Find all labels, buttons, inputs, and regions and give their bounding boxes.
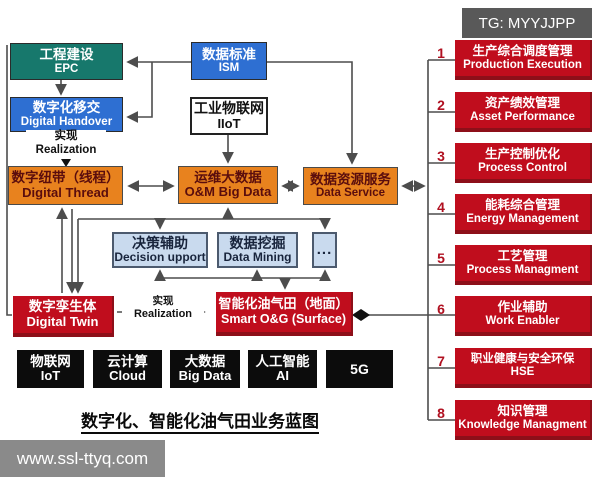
tech-ai-zh: 人工智能: [255, 353, 310, 369]
site-watermark: www.ssl-ttyq.com: [0, 440, 165, 477]
node-smart-og-label-zh: 智能化油气田（地面）: [218, 296, 349, 312]
right-item-2-zh: 资产绩效管理: [484, 96, 560, 111]
node-epc: 工程建设 EPC: [10, 43, 123, 80]
tech-box-cloud: 云计算 Cloud: [93, 350, 162, 388]
tech-box-ai: 人工智能 AI: [248, 350, 317, 388]
node-digital-handover-label-en: Digital Handover: [20, 115, 113, 128]
right-item-energy-management: 能耗综合管理 Energy Management: [455, 194, 592, 234]
right-item-production-execution: 生产综合调度管理 Production Execution: [455, 40, 592, 80]
right-item-number-5: 5: [437, 250, 445, 266]
tech-5g-en: 5G: [350, 360, 369, 377]
right-item-number-7: 7: [437, 353, 445, 369]
node-om-big-data-label-en: O&M Big Data: [184, 184, 272, 200]
node-digital-twin: 数字孪生体 Digital Twin: [13, 296, 114, 337]
right-item-3-zh: 生产控制优化: [484, 147, 560, 162]
realization-label-mid: 实现 Realization: [122, 295, 204, 321]
right-item-number-6: 6: [437, 301, 445, 317]
node-digital-twin-label-en: Digital Twin: [26, 313, 99, 329]
right-item-4-zh: 能耗综合管理: [484, 198, 560, 213]
right-item-asset-performance: 资产绩效管理 Asset Performance: [455, 92, 592, 132]
node-epc-label-zh: 工程建设: [39, 47, 94, 63]
tech-cloud-zh: 云计算: [107, 353, 148, 369]
realization-mid-zh: 实现: [152, 295, 174, 307]
right-item-3-en: Process Control: [478, 161, 567, 174]
right-item-process-managment: 工艺管理 Process Managment: [455, 245, 592, 285]
diagram-title: 数字化、智能化油气田业务蓝图: [60, 407, 340, 434]
node-epc-label-en: EPC: [54, 62, 79, 75]
tech-box-iot: 物联网 IoT: [17, 350, 84, 388]
right-item-1-zh: 生产综合调度管理: [472, 44, 573, 59]
realization-mid-en: Realization: [133, 307, 193, 320]
tech-ai-en: AI: [276, 368, 289, 384]
right-item-number-8: 8: [437, 405, 445, 421]
node-om-big-data-label-zh: 运维大数据: [194, 169, 262, 185]
right-item-1-en: Production Execution: [463, 58, 582, 71]
right-item-4-en: Energy Management: [466, 212, 579, 225]
node-iiot-label-en: IIoT: [217, 115, 241, 131]
diamond-connector: [352, 309, 370, 321]
tech-box-5g: 5G: [326, 350, 393, 388]
right-item-7-en: HSE: [510, 366, 535, 378]
right-item-7-zh: 职业健康与安全环保: [470, 352, 575, 365]
node-om-big-data: 运维大数据 O&M Big Data: [178, 166, 278, 204]
node-decision-support: 决策辅助 Decision upport: [112, 232, 208, 268]
node-digital-twin-label-zh: 数字孪生体: [28, 299, 97, 315]
node-data-mining-label-en: Data Mining: [223, 250, 292, 265]
right-item-number-4: 4: [437, 199, 445, 215]
node-data-service-label-en: Data Service: [315, 187, 386, 200]
right-item-6-zh: 作业辅助: [497, 300, 548, 315]
realization-top-en: Realization: [35, 143, 97, 156]
tech-bigdata-zh: 大数据: [184, 353, 226, 369]
node-data-service-label-zh: 数据资源服务: [310, 171, 391, 187]
node-ism-label-zh: 数据标准: [202, 46, 256, 62]
node-decision-support-label-zh: 决策辅助: [132, 235, 188, 252]
right-item-8-en: Knowledge Managment: [458, 418, 587, 431]
right-item-number-2: 2: [437, 97, 445, 113]
node-ism-label-en: ISM: [218, 62, 240, 75]
realization-top-zh: 实现: [54, 130, 78, 142]
diagram-title-text: 数字化、智能化油气田业务蓝图: [81, 412, 319, 434]
node-digital-thread-label-zh: 数字纽带（线程）: [11, 170, 120, 186]
node-smart-og-label-en: Smart O&G (Surface): [220, 312, 347, 327]
right-item-work-enabler: 作业辅助 Work Enabler: [455, 296, 592, 336]
node-data-service: 数据资源服务 Data Service: [303, 167, 398, 205]
right-item-5-en: Process Managment: [466, 263, 579, 276]
right-item-5-zh: 工艺管理: [497, 249, 548, 264]
realization-label-top: 实现 Realization: [26, 130, 106, 158]
node-iiot-label-zh: 工业物联网: [194, 100, 264, 117]
node-data-mining-label-zh: 数据挖掘: [229, 235, 286, 252]
node-digital-thread-label-en: Digital Thread: [22, 184, 109, 200]
node-digital-thread: 数字纽带（线程） Digital Thread: [8, 166, 123, 205]
right-item-2-en: Asset Performance: [470, 110, 575, 123]
right-item-6-en: Work Enabler: [485, 314, 560, 327]
right-item-hse: 职业健康与安全环保 HSE: [455, 348, 592, 388]
node-ism: 数据标准 ISM: [191, 42, 267, 80]
node-more-ellipsis: ...: [312, 232, 337, 268]
right-item-number-1: 1: [437, 45, 445, 61]
tech-cloud-en: Cloud: [109, 368, 146, 384]
node-smart-og-surface: 智能化油气田（地面） Smart O&G (Surface): [216, 292, 353, 336]
node-digital-handover: 数字化移交 Digital Handover: [10, 97, 123, 132]
node-digital-handover-label-zh: 数字化移交: [32, 100, 101, 116]
tg-watermark-tag: TG: MYYJJPP: [462, 8, 592, 38]
right-item-number-3: 3: [437, 148, 445, 164]
node-more-ellipsis-label: ...: [316, 241, 333, 259]
tech-iot-zh: 物联网: [30, 353, 71, 369]
right-item-8-zh: 知识管理: [497, 404, 548, 419]
node-iiot: 工业物联网 IIoT: [190, 97, 268, 135]
tech-bigdata-en: Big Data: [178, 368, 232, 384]
right-item-knowledge-managment: 知识管理 Knowledge Managment: [455, 400, 592, 440]
tech-box-big-data: 大数据 Big Data: [170, 350, 240, 388]
right-item-process-control: 生产控制优化 Process Control: [455, 143, 592, 183]
node-decision-support-label-en: Decision upport: [114, 250, 206, 265]
node-data-mining: 数据挖掘 Data Mining: [217, 232, 298, 268]
tech-iot-en: IoT: [40, 368, 61, 384]
